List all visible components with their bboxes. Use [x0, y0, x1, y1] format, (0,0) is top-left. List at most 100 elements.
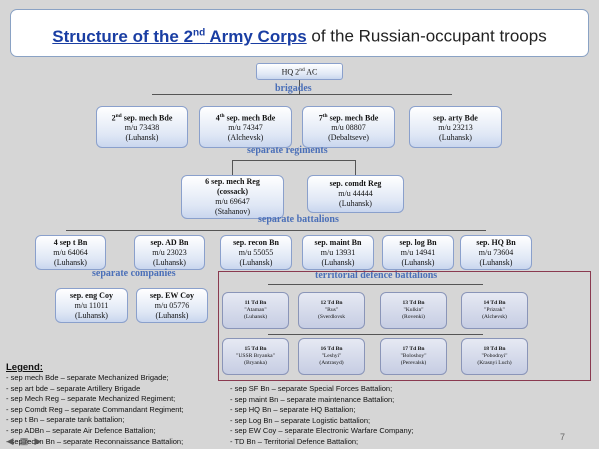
td-battalion-box: 15 Td Bn "USSR Bryanka" (Bryanka) [222, 338, 289, 375]
regiment-unit: m/u 44444 [338, 189, 373, 198]
td-nickname: "Boloshoy" [400, 353, 427, 359]
td-nickname: "Prizrak" [484, 307, 505, 313]
connector-reg-stem-1 [232, 160, 233, 176]
battalion-box: sep. maint Bn m/u 13931 (Luhansk) [302, 235, 374, 270]
battalion-place: (Luhansk) [479, 257, 513, 267]
brigade-name: 7th sep. mech Bde [318, 112, 379, 123]
td-battalion-box: 14 Td Bn "Prizrak" (Alchevsk) [461, 292, 528, 329]
legend-item: - sep t Bn – separate tank battalion; [6, 415, 125, 425]
company-place: (Luhansk) [155, 310, 189, 320]
brigade-box: 2nd sep. mech Bde m/u 73438 (Luhansk) [96, 106, 188, 148]
td-name: 14 Td Bn [483, 300, 506, 306]
brigade-place: (Luhansk) [439, 133, 472, 143]
td-place: (Krasnyi Luch) [477, 360, 512, 366]
company-name: sep. EW Coy [149, 290, 195, 300]
company-box: sep. eng Coy m/u 11011 (Luhansk) [55, 288, 128, 323]
td-place: (Alchevsk) [482, 314, 507, 320]
company-place: (Luhansk) [75, 310, 108, 320]
brigade-place: (Alchevsk) [227, 133, 264, 143]
legend-item: - sep SF Bn – separate Special Forces Ba… [230, 384, 393, 393]
td-place: (Luhansk) [244, 314, 267, 320]
td-battalion-box: 11 Td Bn "Ataman" (Luhansk) [222, 292, 289, 329]
regiment-name: 6 sep. mech Reg [205, 177, 260, 186]
section-companies: separate companies [92, 268, 176, 279]
legend-item: - sep art bde – separate Artillery Briga… [6, 383, 141, 393]
battalion-unit: m/u 13931 [320, 247, 356, 257]
brigade-name: 2nd sep. mech Bde [111, 112, 173, 123]
page-number: 7 [560, 432, 566, 442]
legend-right: - sep SF Bn – separate Special Forces Ba… [230, 384, 414, 448]
td-name: 12 Td Bn [320, 300, 343, 306]
legend-item: - sep Mech Reg – separate Mechanized Reg… [6, 394, 176, 404]
brigade-unit: m/u 73438 [124, 123, 160, 133]
nav-prev-icon[interactable]: ◀ [6, 436, 14, 446]
td-battalion-box: 17 Td Bn "Boloshoy" (Perevalsk) [380, 338, 447, 375]
td-name: 16 Td Bn [320, 346, 343, 352]
brigade-name: 4th sep. mech Bde [215, 112, 276, 123]
battalion-box: sep. HQ Bn m/u 73604 (Luhansk) [460, 235, 532, 270]
battalion-place: (Luhansk) [54, 257, 87, 267]
regiment-name: sep. comdt Reg [329, 179, 382, 188]
title-main: Structure of the 2nd Army Corps [52, 26, 307, 46]
legend-item: - TD Bn – Territorial Defence Battalion; [230, 436, 359, 446]
td-nickname: "Kulkin" [403, 307, 424, 313]
hq-box: HQ 2nd AC [256, 63, 343, 80]
battalion-unit: m/u 14941 [400, 247, 436, 257]
battalion-place: (Luhansk) [321, 257, 355, 267]
td-name: 13 Td Bn [402, 300, 425, 306]
legend-item: - sep Comdt Reg – separate Commandant Re… [6, 404, 184, 414]
brigade-unit: m/u 08807 [331, 123, 366, 133]
battalion-unit: m/u 23023 [152, 247, 187, 257]
td-nickname: "Pobodnyi" [481, 353, 508, 359]
battalion-box: sep. recon Bn m/u 55055 (Luhansk) [220, 235, 292, 270]
legend-item: - sep Log Bn – separate Logistic battali… [230, 415, 371, 425]
territorial-defence-frame [218, 271, 591, 381]
battalion-box: sep. AD Bn m/u 23023 (Luhansk) [134, 235, 205, 270]
regiment-unit: m/u 69647 [215, 197, 250, 206]
battalion-unit: m/u 64064 [53, 247, 88, 257]
section-territorial: territorial defence battalions [315, 270, 438, 281]
brigade-unit: m/u 74347 [228, 123, 263, 133]
battalion-name: sep. log Bn [399, 237, 437, 247]
td-nickname: "USSR Bryanka" [236, 353, 275, 359]
legend-left: - sep mech Bde – separate Mechanized Bri… [6, 373, 184, 447]
regiment-box: sep. comdt Reg m/u 44444 (Luhansk) [307, 175, 404, 213]
battalion-name: sep. recon Bn [233, 237, 279, 247]
td-battalion-box: 16 Td Bn "Leshyi" (Antrasyd) [298, 338, 365, 375]
td-name: 11 Td Bn [244, 300, 267, 306]
battalion-name: 4 sep t Bn [53, 237, 88, 247]
connector-td-bus-2 [268, 334, 483, 335]
battalion-name: sep. HQ Bn [476, 237, 516, 247]
td-battalion-box: 12 Td Bn "Rus" (Sverdlovsk [298, 292, 365, 329]
td-place: (Sverdlovsk [317, 314, 346, 320]
battalion-unit: m/u 73604 [478, 247, 514, 257]
slide-nav: ◀ ▦ ▶ [4, 436, 44, 446]
brigade-box: sep. arty Bde m/u 23213 (Luhansk) [409, 106, 502, 148]
td-place: (Bryanka) [244, 360, 267, 366]
battalion-place: (Luhansk) [239, 257, 273, 267]
battalion-box: 4 sep t Bn m/u 64064 (Luhansk) [35, 235, 106, 270]
legend-item: - sep recon Bn – separate Reconnaissance… [6, 436, 184, 446]
connector-bn-bus [66, 230, 486, 231]
legend-item: - sep EW Coy – separate Electronic Warfa… [230, 426, 414, 436]
hq-label: HQ 2nd AC [281, 67, 318, 77]
td-battalion-box: 18 Td Bn "Pobodnyi" (Krasnyi Luch) [461, 338, 528, 375]
brigade-place: (Luhansk) [125, 133, 159, 143]
regiment-place: (Luhansk) [339, 199, 372, 208]
legend-item: - sep mech Bde – separate Mechanized Bri… [6, 373, 169, 382]
td-nickname: "Leshyi" [321, 353, 342, 359]
brigade-place: (Debaltseve) [328, 133, 369, 143]
nav-next-icon[interactable]: ▶ [34, 436, 42, 446]
nav-menu-icon[interactable]: ▦ [19, 436, 29, 446]
regiment-sub: (cossack) [216, 187, 249, 196]
td-place: (Antrasyd) [319, 360, 344, 366]
battalion-name: sep. AD Bn [150, 237, 189, 247]
title-sub: of the Russian-occupant troops [306, 26, 547, 46]
title-box: Structure of the 2nd Army Corps of the R… [10, 9, 589, 57]
brigade-box: 7th sep. mech Bde m/u 08807 (Debaltseve) [302, 106, 395, 148]
connector-reg-bus [232, 160, 356, 161]
td-nickname: "Rus" [324, 307, 339, 313]
connector-hq-trunk [299, 79, 300, 94]
legend-title: Legend: [6, 362, 43, 373]
company-unit: m/u 11011 [74, 300, 109, 310]
